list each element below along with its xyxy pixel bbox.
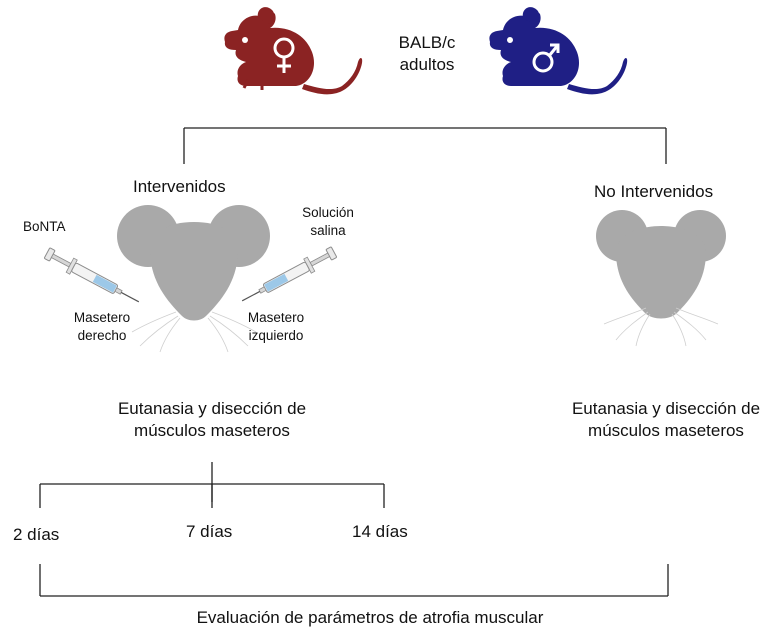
female-mouse-icon <box>224 7 363 95</box>
female-symbol-icon <box>273 37 295 73</box>
treated-procedure-line2: músculos maseteros <box>134 421 290 440</box>
control-mouse-head-icon <box>596 210 726 347</box>
treated-mouse-head-icon <box>117 205 270 353</box>
evaluation-label: Evaluación de parámetros de atrofia musc… <box>196 608 544 627</box>
control-procedure-line1: Eutanasia y disección de <box>571 399 761 418</box>
timepoint-2-days: 2 días <box>13 525 60 544</box>
timepoint-7-days: 7 días <box>186 522 233 541</box>
group-split-bracket <box>183 127 667 164</box>
control-procedure-line2: músculos maseteros <box>588 421 744 440</box>
saline-syringe-icon <box>241 246 337 302</box>
right-masseter-label-line1: Masetero <box>73 310 131 325</box>
bonta-syringe-icon <box>44 247 140 303</box>
control-group-label: No Intervenidos <box>594 182 714 201</box>
age-label: adultos <box>399 55 455 74</box>
timepoint-14-days: 14 días <box>352 522 408 541</box>
treated-procedure-line1: Eutanasia y disección de <box>117 399 307 418</box>
bonta-label: BoNTA <box>23 219 66 234</box>
saline-label-line2: salina <box>310 223 346 238</box>
right-masseter-label-line2: derecho <box>77 328 127 343</box>
male-mouse-icon <box>489 7 628 95</box>
left-masseter-label-line1: Masetero <box>247 310 305 325</box>
male-symbol-icon <box>532 43 560 73</box>
evaluation-bracket <box>39 564 669 597</box>
treated-group-label: Intervenidos <box>133 177 226 196</box>
strain-label: BALB/c <box>398 33 456 52</box>
timepoint-bracket <box>39 462 385 508</box>
left-masseter-label-line2: izquierdo <box>248 328 304 343</box>
saline-label-line1: Solución <box>302 205 354 220</box>
